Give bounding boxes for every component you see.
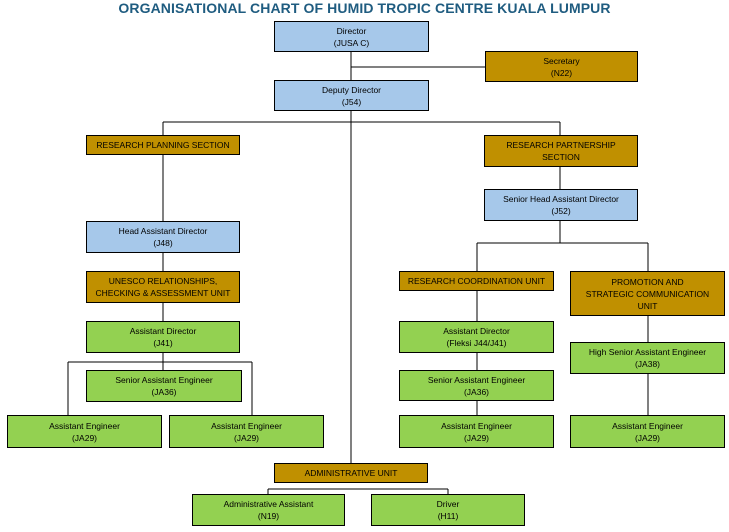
- promotion-unit-box: PROMOTION AND STRATEGIC COMMUNICATION UN…: [570, 271, 725, 316]
- assistant-director-left-box: Assistant Director (J41): [86, 321, 240, 353]
- node-name: Deputy Director: [321, 84, 382, 95]
- node-name: Senior Head Assistant Director: [503, 194, 619, 204]
- node-grade: (JA38): [634, 359, 661, 369]
- research-partnership-section-box: RESEARCH PARTNERSHIP SECTION: [484, 135, 638, 167]
- node-line: RESEARCH PARTNERSHIP: [506, 140, 616, 150]
- node-grade: (JA36): [151, 387, 177, 397]
- head-assistant-director-box: Head Assistant Director (J48): [86, 221, 240, 253]
- deputy-director-box: Deputy Director (J54): [274, 80, 429, 111]
- node-name: Assistant Engineer: [49, 420, 120, 431]
- senior-assistant-engineer-left-box: Senior Assistant Engineer (JA36): [86, 370, 242, 402]
- senior-head-assistant-director-box: Senior Head Assistant Director (J52): [484, 189, 638, 221]
- assistant-director-mid-box: Assistant Director (Fleksi J44/J41): [399, 321, 554, 353]
- node-name: RESEARCH COORDINATION UNIT: [407, 276, 546, 286]
- node-line: SECTION: [542, 152, 580, 162]
- research-planning-section-box: RESEARCH PLANNING SECTION: [86, 135, 240, 155]
- assistant-engineer-box: Assistant Engineer (JA29): [399, 415, 554, 448]
- node-grade: (JA29): [463, 432, 490, 443]
- administrative-unit-box: ADMINISTRATIVE UNIT: [274, 463, 428, 483]
- administrative-assistant-box: Administrative Assistant (N19): [192, 494, 345, 526]
- node-grade: (JA29): [71, 432, 98, 443]
- node-name: Administrative Assistant: [223, 499, 314, 509]
- research-coordination-unit-box: RESEARCH COORDINATION UNIT: [399, 271, 554, 291]
- node-line: PROMOTION AND: [611, 276, 684, 287]
- node-grade: (Fleksi J44/J41): [446, 338, 507, 348]
- node-grade: (JA36): [463, 386, 490, 397]
- node-name: Head Assistant Director: [118, 226, 208, 236]
- node-line: CHECKING & ASSESSMENT UNIT: [95, 288, 231, 298]
- node-name: High Senior Assistant Engineer: [588, 347, 707, 357]
- node-name: Secretary: [543, 55, 580, 66]
- unesco-unit-box: UNESCO RELATIONSHIPS, CHECKING & ASSESSM…: [86, 271, 240, 303]
- assistant-engineer-box: Assistant Engineer (JA29): [570, 415, 725, 448]
- node-grade: (JA29): [634, 432, 661, 443]
- senior-assistant-engineer-mid-box: Senior Assistant Engineer (JA36): [399, 370, 554, 401]
- node-line: UNIT: [637, 300, 658, 311]
- node-grade: (JUSA C): [333, 37, 370, 48]
- node-grade: (J54): [341, 96, 362, 107]
- chart-title: ORGANISATIONAL CHART OF HUMID TROPIC CEN…: [118, 0, 611, 16]
- high-senior-assistant-engineer-box: High Senior Assistant Engineer (JA38): [570, 342, 725, 374]
- node-name: Assistant Director: [129, 326, 197, 336]
- node-grade: (N22): [550, 67, 573, 78]
- assistant-engineer-box: Assistant Engineer (JA29): [169, 415, 324, 448]
- secretary-box: Secretary (N22): [485, 51, 638, 82]
- node-grade: (J41): [153, 338, 173, 348]
- node-name: Senior Assistant Engineer: [427, 374, 526, 385]
- node-grade: (H11): [437, 511, 459, 521]
- node-name: Assistant Engineer: [441, 420, 512, 431]
- node-name: RESEARCH PLANNING SECTION: [96, 140, 230, 150]
- node-name: Driver: [436, 499, 460, 509]
- node-name: Assistant Engineer: [211, 420, 282, 431]
- driver-box: Driver (H11): [371, 494, 525, 526]
- node-grade: (JA29): [233, 432, 260, 443]
- node-name: Assistant Engineer: [612, 420, 683, 431]
- node-grade: (J52): [551, 206, 571, 216]
- node-name: Assistant Director: [443, 326, 510, 336]
- node-line: STRATEGIC COMMUNICATION: [585, 288, 710, 299]
- node-name: Senior Assistant Engineer: [115, 375, 213, 385]
- assistant-engineer-box: Assistant Engineer (JA29): [7, 415, 162, 448]
- node-grade: (J48): [153, 238, 173, 248]
- node-name: Director: [336, 25, 367, 36]
- node-grade: (N19): [257, 511, 280, 521]
- node-name: ADMINISTRATIVE UNIT: [304, 468, 398, 478]
- node-line: UNESCO RELATIONSHIPS,: [108, 276, 218, 286]
- director-box: Director (JUSA C): [274, 21, 429, 52]
